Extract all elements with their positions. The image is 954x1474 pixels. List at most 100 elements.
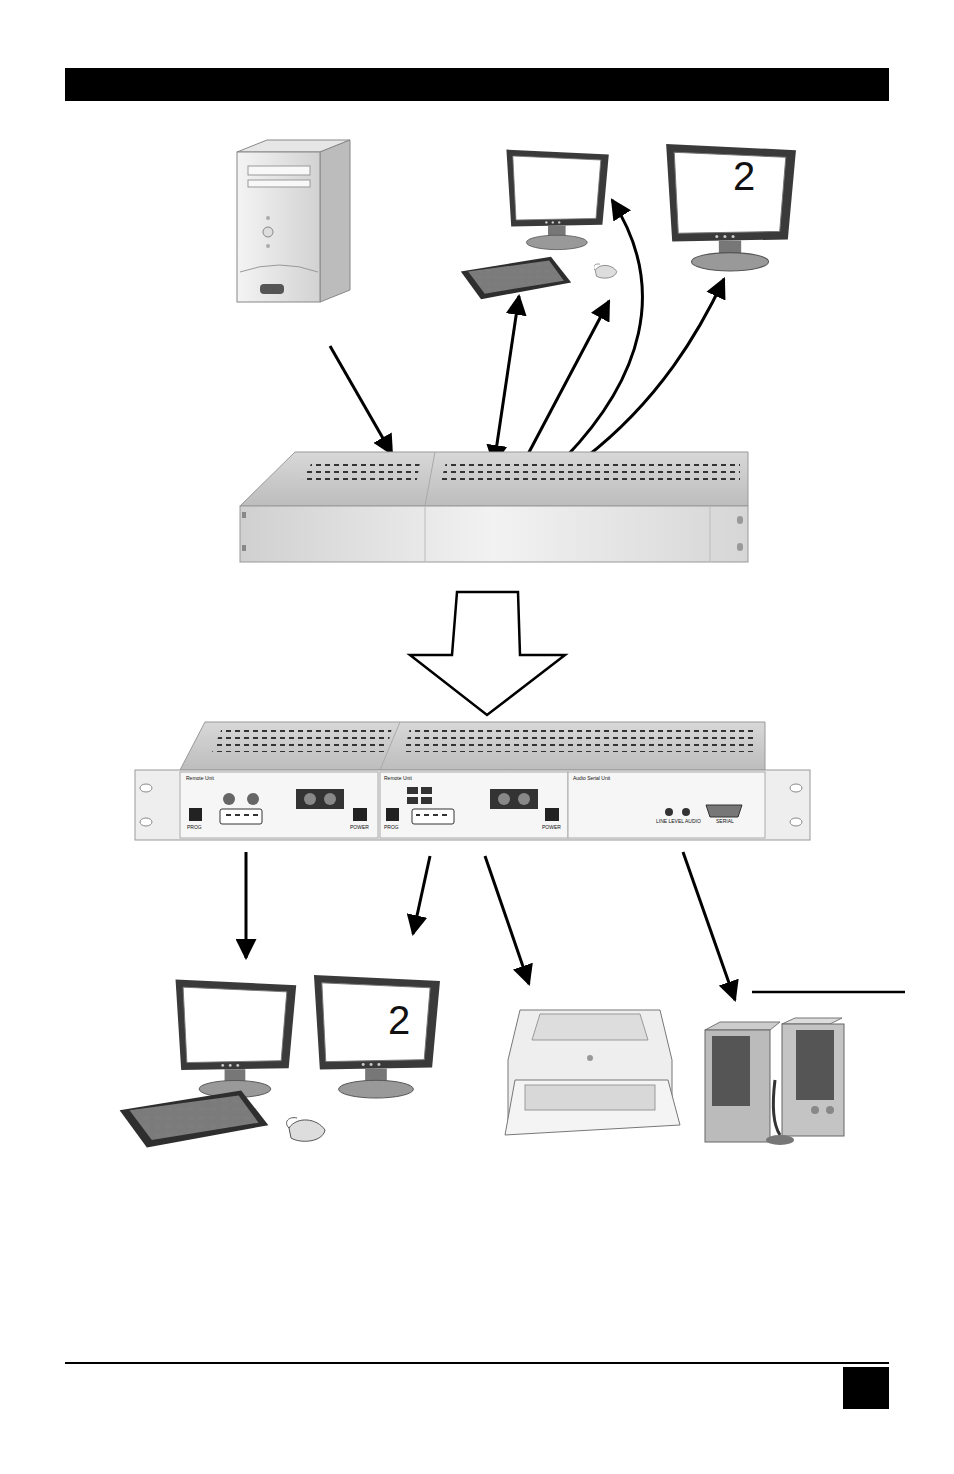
speakers-part [782,1024,844,1136]
remote-rack-unit-part [518,793,530,805]
local-rack-unit [240,452,748,562]
speakers-part [766,1135,794,1145]
remote-rack-unit-part [247,793,259,805]
remote-rack-unit-part [790,784,802,792]
remote-rack-unit [135,722,810,840]
footer [65,1363,889,1409]
printer-part [525,1085,655,1110]
port-label: LINE LEVEL AUDIO [656,819,701,824]
remote-rack-unit-part [416,812,450,821]
hollow-arrow [410,592,565,715]
monitor-keyboard-mouse-part [666,144,796,271]
footer-part [843,1367,889,1409]
local-rack-unit-part [242,512,246,518]
footer-part [65,1362,889,1364]
remote-rack-unit-part [407,797,418,804]
monitor-keyboard-mouse-part [461,257,571,299]
top-arrows [330,200,724,464]
monitor-keyboard-mouse-part [506,150,608,250]
speakers-part [811,1106,819,1114]
printer-part [532,1014,648,1040]
hollow-arrow-part [410,592,565,715]
speakers-part [782,1018,842,1024]
pc-tower-part [266,216,270,220]
printer [505,1010,680,1135]
remote-rack-unit-part [568,772,765,838]
monitor-keyboard-mouse [461,144,796,299]
remote-workstation-part [120,1090,269,1147]
speakers [705,1018,844,1145]
remote-workstation-part [287,1118,325,1142]
local-rack-unit-part [242,545,246,551]
remote-rack-unit-part [407,787,418,794]
bottom-arrows-part [413,856,430,934]
remote-rack-unit-part [353,808,367,821]
remote-rack-unit-part [421,787,432,794]
remote-rack-unit-part [386,808,399,821]
local-rack-unit-part [440,462,740,485]
screen-number: 2 [733,156,755,196]
top-arrows-part [565,200,642,458]
local-rack-unit-part [240,506,748,562]
printer-part [508,1010,672,1120]
port-label: PROG [187,825,202,830]
port-label: POWER [542,825,561,830]
remote-rack-unit-part [324,793,336,805]
bottom-arrows-part [485,856,529,984]
remote-rack-unit-part [490,789,538,809]
pc-tower-part [263,227,273,237]
remote-rack-unit-part [180,722,765,770]
remote-rack-unit-part [224,812,258,821]
speakers-part [705,1030,770,1142]
local-rack-unit-part [737,516,743,524]
remote-rack-unit-part [304,793,316,805]
top-arrows-part [585,279,724,458]
port-label: PROG [384,825,399,830]
remote-rack-unit-part [665,808,673,816]
remote-rack-unit-part [404,728,755,752]
speakers-part [796,1030,834,1100]
pc-tower-part [240,265,318,272]
top-arrows-part [527,301,609,456]
header-bar-part [65,68,889,101]
local-rack-unit-part [710,506,711,562]
port-label: SERIAL [716,819,734,824]
screen-number: 2 [388,1000,410,1040]
local-rack-unit-part [737,543,743,551]
monitor-keyboard-mouse-part [594,264,617,278]
panel-label: Remote Unit [186,776,214,781]
pc-tower-part [248,166,310,175]
printer-part [505,1080,680,1135]
speakers-part [712,1036,750,1106]
remote-rack-unit-part [421,797,432,804]
panel-label: Audio Serial Unit [573,776,610,781]
remote-workstation-part [314,975,440,1098]
bottom-arrows-part [752,991,905,994]
pc-tower-part [248,180,310,187]
local-rack-unit-part [425,452,435,506]
remote-rack-unit-part [790,818,802,826]
remote-rack-unit-part [140,784,152,792]
remote-rack-unit-part [135,770,810,840]
top-arrows-part [330,346,392,454]
remote-rack-unit-part [223,793,235,805]
bottom-arrows-part [245,852,248,958]
pc-tower-part [266,244,270,248]
speakers-part [826,1106,834,1114]
remote-rack-unit-part [180,772,378,838]
remote-workstation-part [176,980,297,1098]
remote-rack-unit-part [220,809,262,824]
pc-tower [237,140,350,302]
panel-label: Remote Unit [384,776,412,781]
remote-rack-unit-part [412,809,454,824]
pc-tower-part [320,140,350,302]
speakers-part [705,1022,780,1030]
remote-rack-unit-part [706,805,742,817]
pc-tower-part [237,152,320,302]
remote-rack-unit-part [682,808,690,816]
remote-rack-unit-part [296,789,344,809]
remote-rack-unit-part [212,728,392,752]
remote-rack-unit-part [140,818,152,826]
remote-workstation [120,975,440,1148]
remote-rack-unit-part [380,772,568,838]
